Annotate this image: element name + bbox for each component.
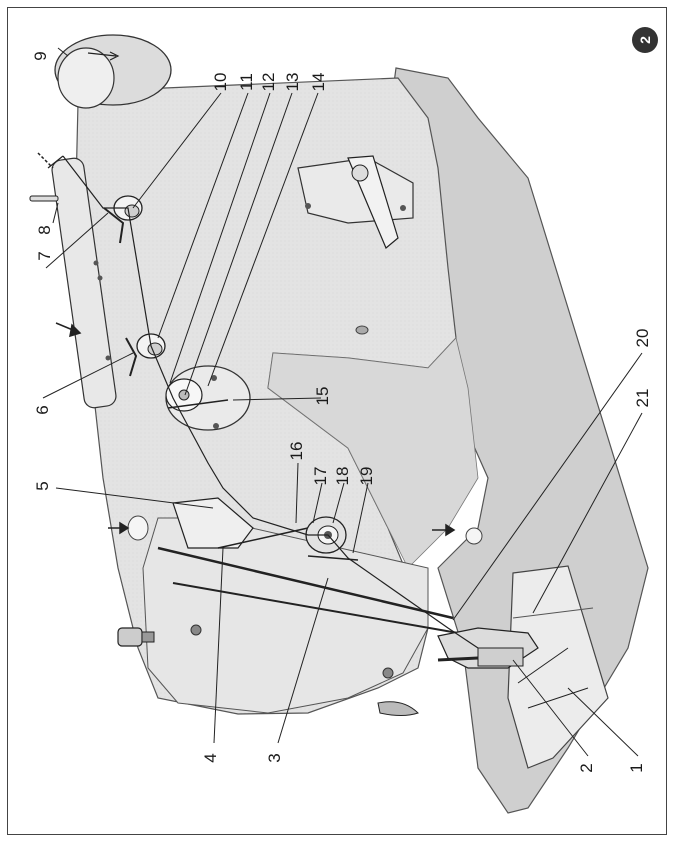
callout-10: 10 bbox=[211, 73, 230, 92]
direction-arrows bbox=[37, 152, 456, 537]
callout-15: 15 bbox=[313, 387, 332, 406]
callout-13: 13 bbox=[283, 73, 302, 92]
machine-body bbox=[75, 67, 649, 814]
callout-4: 4 bbox=[201, 753, 220, 762]
knee-lever bbox=[377, 701, 419, 716]
handwheel bbox=[54, 34, 172, 109]
callout-8: 8 bbox=[35, 225, 54, 234]
pressure-knob bbox=[117, 627, 155, 647]
callout-18: 18 bbox=[333, 467, 352, 486]
callout-12: 12 bbox=[259, 73, 278, 92]
leader-lines bbox=[42, 47, 643, 757]
needle-plate bbox=[507, 565, 609, 769]
callout-14: 14 bbox=[309, 73, 328, 92]
callout-7: 7 bbox=[35, 251, 54, 260]
top-thread-guide-bar bbox=[51, 157, 117, 409]
callout-2: 2 bbox=[577, 763, 596, 772]
arm-underside-shadow bbox=[267, 337, 479, 569]
thread-guides bbox=[103, 207, 138, 377]
figure-number-badge: 2 bbox=[632, 27, 658, 53]
callout-9: 9 bbox=[31, 51, 50, 60]
sewing-machine-threading-diagram: 2 bbox=[29, 27, 658, 814]
svg-text:2: 2 bbox=[637, 36, 653, 44]
callout-11: 11 bbox=[237, 73, 256, 91]
callout-5: 5 bbox=[33, 481, 52, 490]
thread-path bbox=[47, 155, 479, 649]
presser-bar-bracket bbox=[297, 155, 414, 249]
callout-20: 20 bbox=[633, 329, 652, 348]
spool-pin bbox=[29, 195, 59, 202]
callout-16: 16 bbox=[287, 442, 306, 461]
figure-frame: 2 bbox=[7, 7, 667, 835]
callout-labels: 9 8 7 6 5 10 11 12 13 14 15 16 17 18 19 … bbox=[31, 51, 652, 772]
callout-6: 6 bbox=[33, 405, 52, 414]
callout-19: 19 bbox=[357, 467, 376, 486]
callout-1: 1 bbox=[627, 763, 646, 772]
bobbin-winder-plate bbox=[165, 365, 251, 431]
callout-3: 3 bbox=[265, 753, 284, 762]
callout-21: 21 bbox=[633, 389, 652, 408]
callout-17: 17 bbox=[311, 467, 330, 486]
